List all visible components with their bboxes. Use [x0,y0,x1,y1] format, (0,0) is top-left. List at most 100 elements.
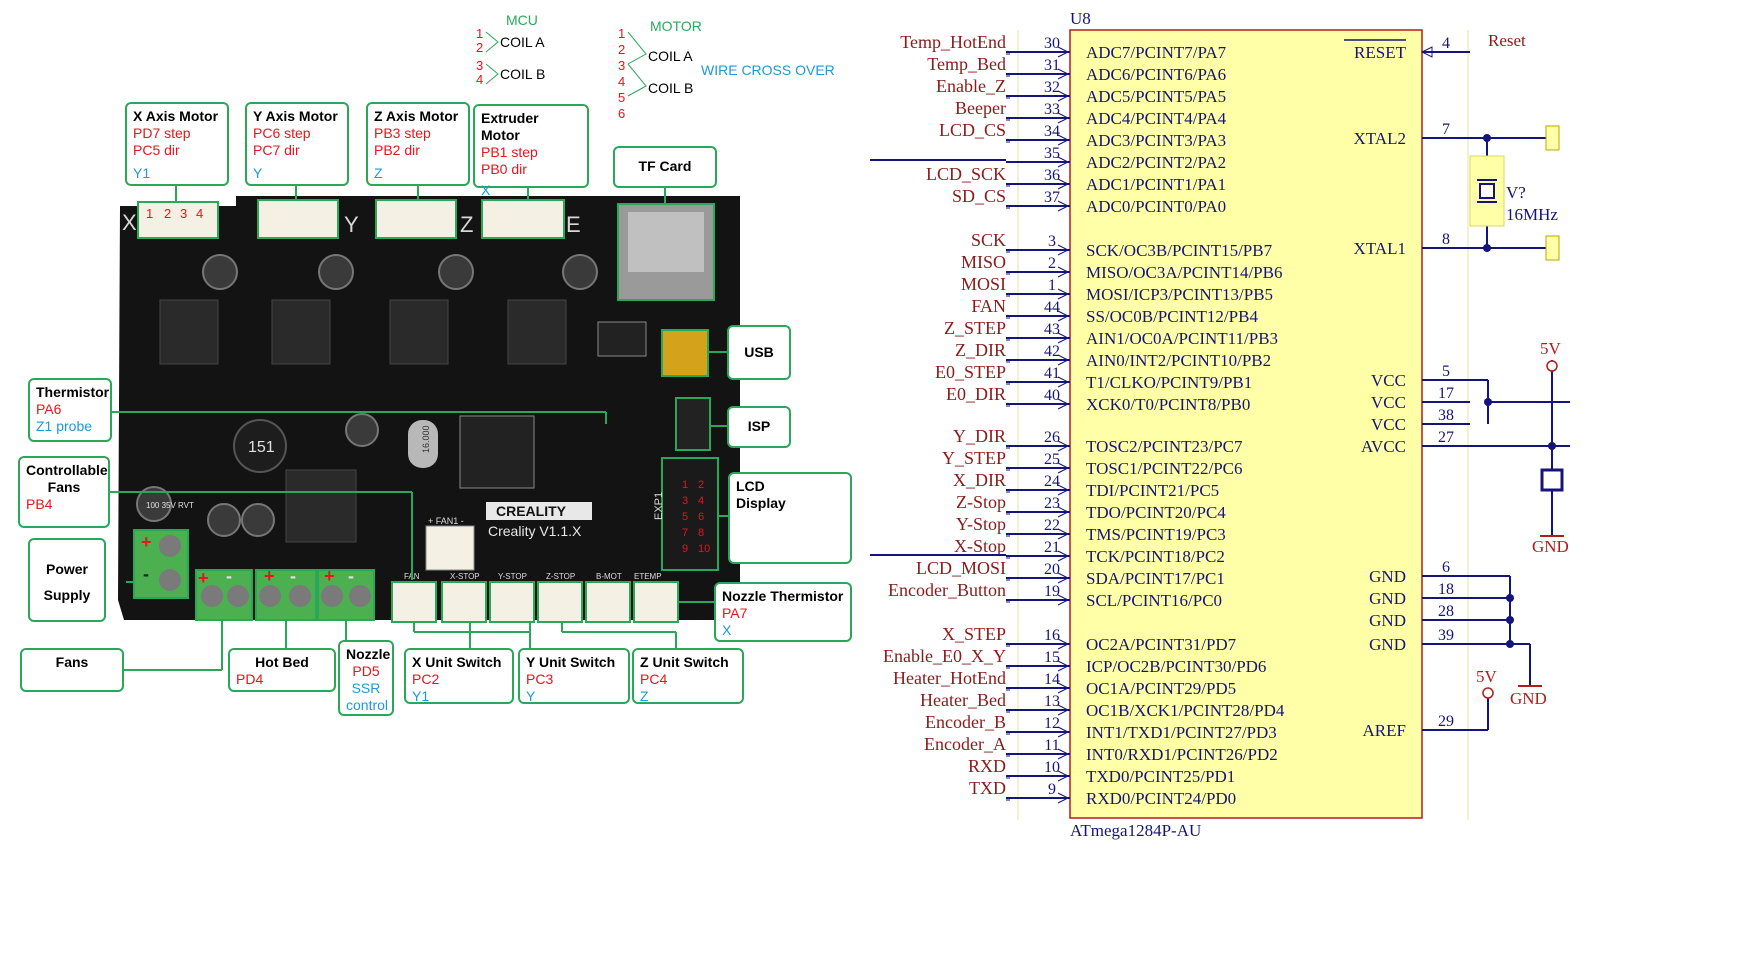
x-switch-pin: PC2 [412,671,440,687]
pin-func-32: ADC5/PCINT5/PA5 [1086,87,1226,106]
pin-arrow-41 [1057,376,1070,388]
pin-arrow-31 [1057,68,1070,80]
vcc-5v-label: 5V [1540,339,1562,358]
callout-z-unit-switch: Z Unit Switch PC4 Z [632,648,744,704]
crystal-ref: V? [1506,183,1526,202]
pin-func-26: TOSC2/PCINT23/PC7 [1086,437,1243,456]
pin-num-22: 22 [1044,517,1060,534]
pin-arrow-15 [1057,660,1070,672]
board-diagram: MCU 1 2 COIL A 3 4 COIL B MOTOR 1 2 COIL… [0,0,870,955]
net-lcd-cs: LCD_CS [939,120,1006,140]
pin-func-35: ADC2/PCINT2/PA2 [1086,153,1226,172]
net-z-dir: Z_DIR [955,340,1006,360]
axis-e-letter: E [566,212,581,237]
nozzle-therm-pin: PA7 [722,605,748,621]
motor-num-5: 5 [618,90,626,105]
pin-arrow-22 [1057,528,1070,540]
net-heater-bed: Heater_Bed [920,690,1006,710]
pin-func-3: SCK/OC3B/PCINT15/PB7 [1086,241,1273,260]
mcu-coil-a: COIL A [500,34,545,50]
pin-func-16: OC2A/PCINT31/PD7 [1086,635,1237,654]
rpin-name-5: VCC [1371,371,1406,390]
z-motor-step-pin: PB3 step [374,125,431,141]
cap-1 [202,254,238,290]
ctrl-fans-title: Controllable Fans [26,462,108,495]
axis-x-letter: X [122,210,137,235]
rpin-num-8: 8 [1442,231,1450,248]
thermistor-pin: PA6 [36,401,62,417]
creality-logo [486,502,592,520]
x-motor-connector: 1 2 3 4 [137,201,219,239]
pin-func-23: TDO/PCINT20/PC4 [1086,503,1226,522]
pin-arrow-36 [1057,178,1070,190]
z-switch-axis: Z [640,688,649,704]
pin-arrow-37 [1057,200,1070,212]
rpin-num-29: 29 [1438,713,1454,730]
rpin-num-39: 39 [1438,627,1454,644]
y-driver-heatsink [271,299,331,365]
tf-card-title: TF Card [638,158,692,174]
thermistor-title: Thermistor [36,384,110,400]
cap-3 [438,254,474,290]
callout-extruder-motor: Extruder Motor PB1 step PB0 dir X [473,104,589,198]
pin-arrow-9 [1057,792,1070,804]
callout-tf-card: TF Card [613,146,717,188]
net-temp-bed: Temp_Bed [927,54,1006,74]
e-motor-step-pin: PB1 step [481,144,538,160]
net-x-step: X_STEP [942,624,1006,644]
callout-nozzle: Nozzle PD5 SSR control [338,640,394,716]
thermistor-probe: Z1 probe [36,418,93,434]
callout-isp: ISP [727,406,791,448]
net-sd-cs: SD_CS [952,186,1006,206]
motor-num-2: 2 [618,42,626,57]
rpin-name-28: GND [1369,611,1406,630]
pin-num-10: 10 [1044,759,1060,776]
cap-5-label: 100 35V RVT [146,501,194,510]
rpin-name-27: AVCC [1361,437,1406,456]
pin-arrow-30 [1057,46,1070,58]
net-mosi: MOSI [961,274,1006,294]
pin-func-2: MISO/OC3A/PCINT14/PB6 [1086,263,1282,282]
rpin-num-5: 5 [1442,363,1450,380]
pin-num-30: 30 [1044,35,1060,52]
pin-func-30: ADC7/PCINT7/PA7 [1086,43,1227,62]
rpin-num-17: 17 [1438,385,1454,402]
pin-func-19: SCL/PCINT16/PC0 [1086,591,1222,610]
pin-func-14: OC1A/PCINT29/PD5 [1086,679,1236,698]
net-e0-step: E0_STEP [935,362,1006,382]
cap-7 [241,503,275,537]
pin-num-20: 20 [1044,561,1060,578]
svg-text:Y-STOP: Y-STOP [498,572,527,581]
svg-text:B-MOT: B-MOT [596,572,622,581]
mcu-num-3: 3 [476,58,484,73]
regulator-heatsink [285,469,357,543]
board-graphic: X Y Z E 1 2 3 4 [108,186,740,671]
callout-usb: USB [727,325,791,380]
pin-num-15: 15 [1044,649,1060,666]
usb-title: USB [744,344,774,360]
y-motor-dir-pin: PC7 dir [253,142,300,158]
net-enable-z: Enable_Z [936,76,1006,96]
net-heater-hotend: Heater_HotEnd [893,668,1006,688]
pin-num-3: 3 [1048,233,1056,250]
z-motor-title: Z Axis Motor [374,108,459,124]
callout-controllable-fans: Controllable Fans PB4 [18,456,110,528]
svg-text:4: 4 [698,495,704,507]
crystal-assembly [1430,125,1560,261]
y-motor-title: Y Axis Motor [253,108,338,124]
nozzle-therm-title: Nozzle Thermistor [722,588,844,604]
rpin-name-38: VCC [1371,415,1406,434]
pin-arrow-40 [1057,398,1070,410]
pin-num-14: 14 [1044,671,1060,688]
pin-func-24: TDI/PCINT21/PC5 [1086,481,1219,500]
svg-text:1: 1 [682,479,688,491]
rpin-num-6: 6 [1442,559,1450,576]
svg-text:3: 3 [682,495,688,507]
inductor [233,419,287,473]
exp1-silk: EXP1 [653,492,665,520]
crystal-label: 16.000 [421,425,431,453]
svg-text:7: 7 [682,527,688,539]
svg-text:4: 4 [196,206,203,221]
y-stop-connector [489,581,535,623]
